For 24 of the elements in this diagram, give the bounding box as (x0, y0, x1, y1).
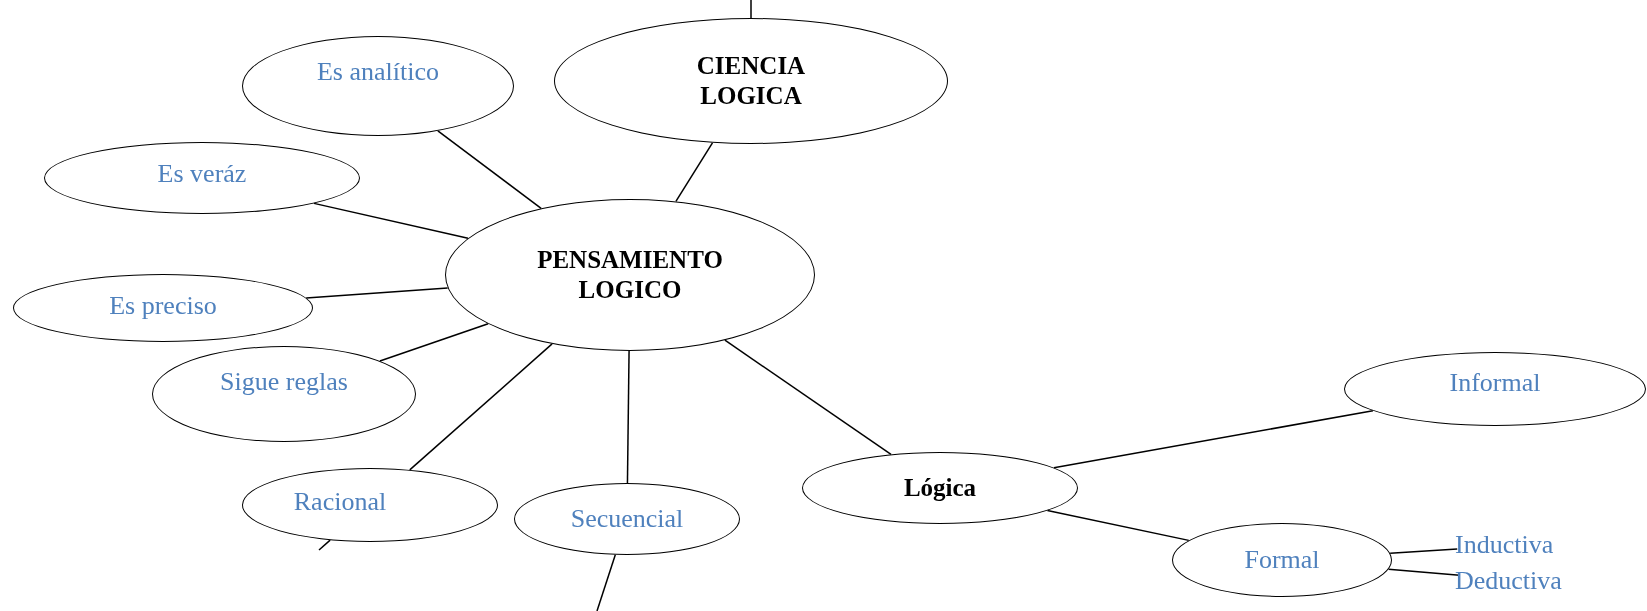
node-label: CIENCIA LOGICA (695, 51, 807, 111)
connector-line (626, 350, 630, 484)
node-label: Es preciso (109, 290, 217, 322)
connector-line (379, 323, 489, 362)
connector-line (750, 0, 752, 19)
connector-line (675, 142, 714, 203)
node-label: Sigue reglas (220, 366, 348, 398)
node-label: Racional (293, 486, 387, 518)
node-label: Secuencial (570, 503, 684, 535)
connector-line (1046, 509, 1190, 542)
node-label: Es veráz (157, 158, 247, 190)
connector-line (313, 202, 469, 240)
node-label: Es analítico (317, 56, 439, 88)
connector-line (596, 554, 617, 611)
node-label: Deductiva (1455, 565, 1562, 597)
connector-line (1053, 410, 1374, 469)
connector-line (1389, 548, 1458, 554)
node-label: Inductiva (1455, 529, 1554, 561)
connector-line (437, 130, 542, 210)
connector-line (724, 339, 892, 456)
node-label: Lógica (903, 473, 977, 503)
node-label: Informal (1449, 367, 1541, 399)
node-label: PENSAMIENTO LOGICO (536, 245, 724, 305)
node-label: Formal (1244, 544, 1320, 576)
